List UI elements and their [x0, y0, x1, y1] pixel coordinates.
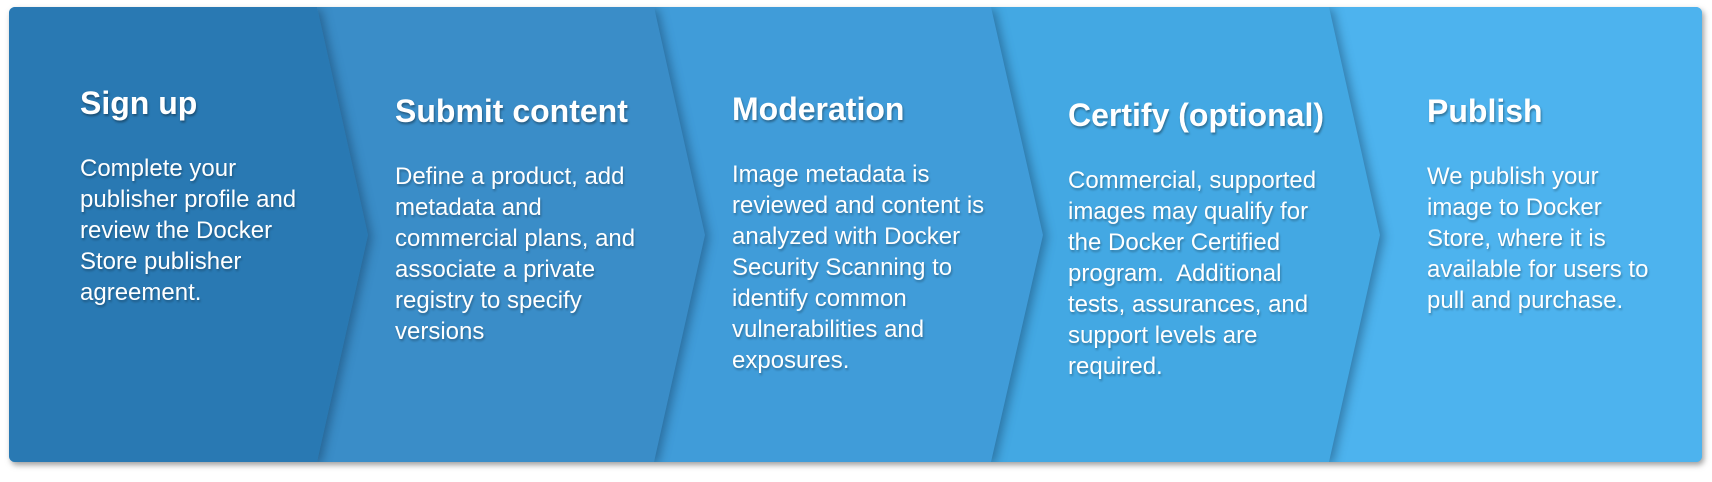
step-3-description: Image metadata is reviewed and content i…: [732, 161, 985, 374]
step-1-chevron: [9, 7, 368, 462]
step-3-chevron: [654, 7, 1043, 462]
step-5-title: Publish: [1427, 93, 1543, 129]
step-5-text: Publish We publish your image to Docker …: [1427, 91, 1702, 316]
step-4-chevron: [991, 7, 1380, 462]
chevron-band: Sign up Complete your publisher profile …: [9, 7, 1702, 462]
step-4-description: Commercial, supported images may qualify…: [1068, 167, 1317, 380]
step-5-chevron-wrap: [9, 7, 1702, 462]
step-1-title: Sign up: [80, 85, 198, 121]
step-1-chevron-wrap: [9, 7, 1702, 462]
step-1-text: Sign up Complete your publisher profile …: [80, 83, 355, 308]
step-3-title: Moderation: [732, 91, 905, 127]
step-3-chevron-wrap: [9, 7, 1702, 462]
step-2-chevron-wrap: [9, 7, 1702, 462]
step-4-text: Certify (optional) Commercial, supported…: [1068, 95, 1343, 382]
step-2-title: Submit content: [395, 93, 628, 129]
step-5-chevron: [1329, 7, 1702, 462]
step-2-chevron: [317, 7, 705, 462]
step-3-text: Moderation Image metadata is reviewed an…: [732, 89, 1007, 376]
step-4-title: Certify (optional): [1068, 97, 1324, 133]
step-2-description: Define a product, add metadata and comme…: [395, 163, 636, 345]
step-4-chevron-wrap: [9, 7, 1702, 462]
step-2-text: Submit content Define a product, add met…: [395, 91, 670, 347]
step-1-description: Complete your publisher profile and revi…: [80, 155, 297, 306]
step-5-description: We publish your image to Docker Store, w…: [1427, 163, 1649, 314]
